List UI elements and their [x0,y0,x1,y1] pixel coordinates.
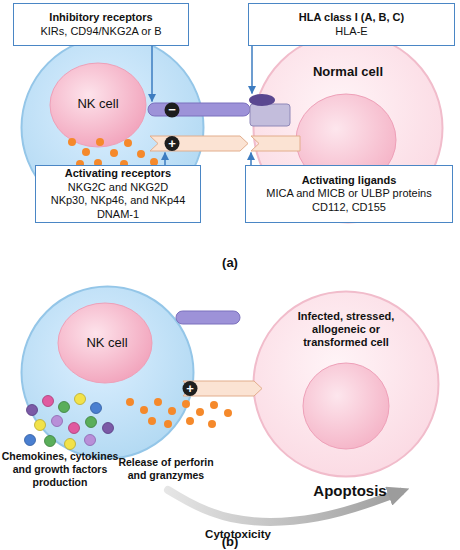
inhibitory-receptor [176,311,240,324]
label-box: Inhibitory receptorsKIRs, CD94/NKG2A or … [13,3,189,46]
label-box: Activating receptorsNKG2C and NKG2DNKp30… [35,165,201,223]
box-item: KIRs, CD94/NKG2A or B [40,25,161,39]
box-heading: Activating receptors [65,167,171,181]
label-box: Activating ligandsMICA and MICB or ULBP … [245,165,453,223]
box-item: DNAM-1 [97,208,139,222]
box-item: CD112, CD155 [312,201,386,215]
label-box: HLA class I (A, B, C)HLA-E [248,3,455,46]
granule [224,409,232,417]
box-item: MICA and MICB or ULBP proteins [266,187,431,201]
box-heading: Inhibitory receptors [49,11,152,25]
cell-body: Infected, stressed, allogeneic or transf… [252,290,440,478]
granule [196,408,204,416]
box-heading: HLA class I (A, B, C) [299,11,404,25]
cell-membrane [254,292,439,477]
pointer-arrow [251,46,253,93]
cell-label: Normal cell [288,64,408,79]
cell-label: Infected, stressed, allogeneic or transf… [288,310,404,349]
cell-outline [20,285,195,460]
cell-body: NK cell [20,285,195,460]
cell-label: NK cell [48,96,148,111]
process-note: Release of perforin and granzymes [110,456,222,482]
granule [186,417,194,425]
pointer-arrow [250,153,252,165]
granule [208,420,216,428]
box-heading: Activating ligands [302,174,397,188]
activating-receptor [183,381,262,396]
cytokine [25,435,36,446]
cell-membrane [254,34,443,223]
panel-label: (a) [210,255,250,270]
cell-membrane [22,287,194,459]
box-item: HLA-E [335,25,367,39]
box-item: NKG2C and NKG2D [68,181,168,195]
granule [210,401,218,409]
outcome-label: Apoptosis [290,482,410,500]
edge-label: Cytotoxicity [198,527,278,541]
process-arrow [168,490,400,522]
box-item: NKp30, NKp46, and NKp44 [51,194,186,208]
nucleus [303,363,389,449]
cell-label: NK cell [57,335,157,350]
